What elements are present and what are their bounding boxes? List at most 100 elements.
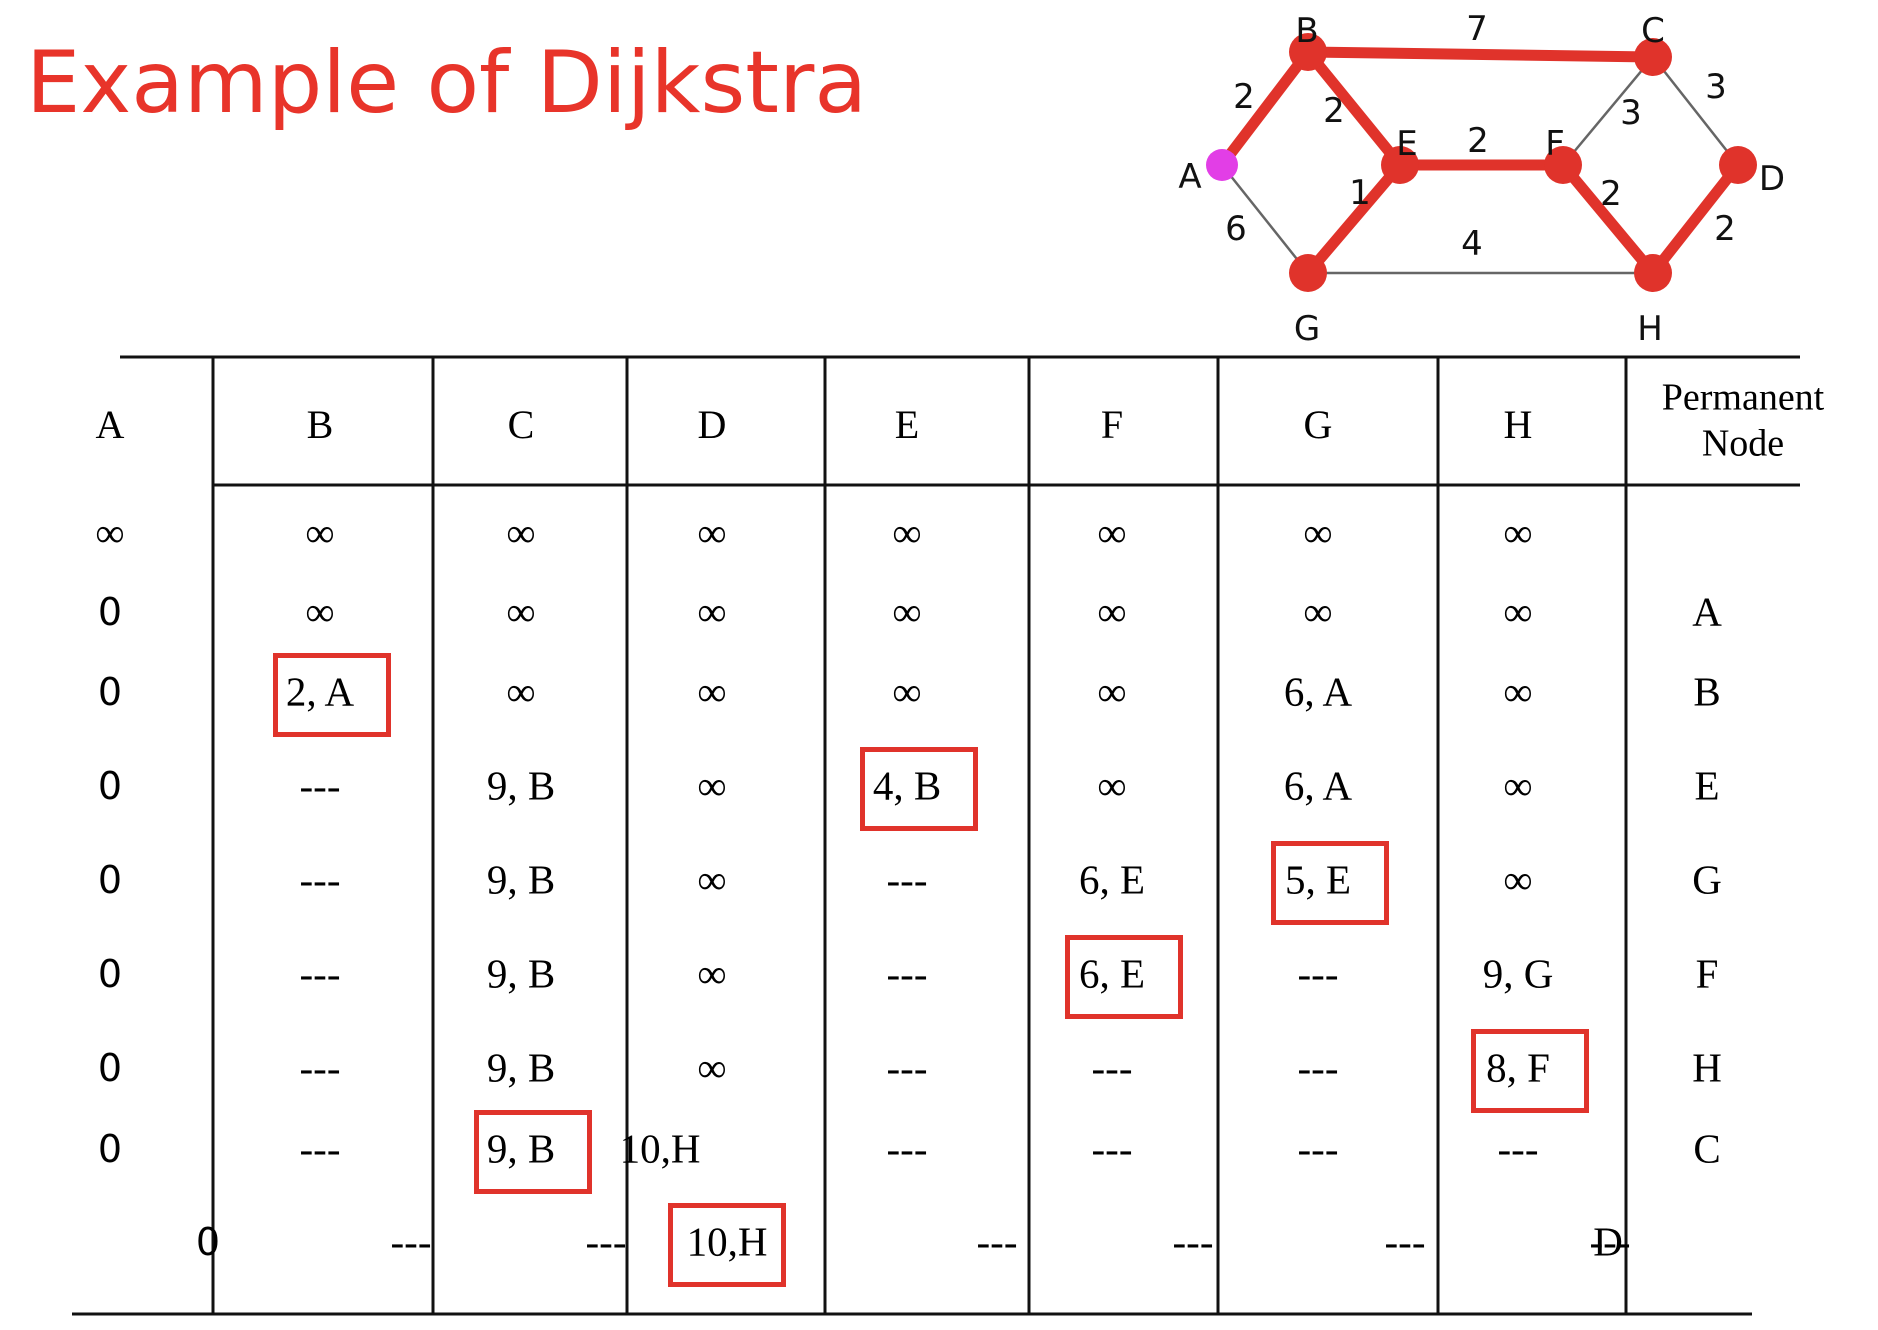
permanent-node-cell: G — [1692, 856, 1722, 903]
table-cell: 10,H — [686, 1218, 768, 1265]
table-cell: 9, G — [1482, 950, 1554, 997]
edge-weight-G-H: 4 — [1461, 224, 1483, 264]
column-header-A: A — [95, 402, 125, 447]
edge-B-C — [1302, 46, 1659, 63]
node-label-C: C — [1641, 11, 1665, 51]
table-cell: --- — [1589, 1218, 1631, 1265]
table-cell: ∞ — [1503, 668, 1533, 715]
edge-A-G — [1220, 163, 1310, 275]
edge-weight-B-C: 7 — [1466, 9, 1488, 49]
edge-weight-A-G: 6 — [1225, 209, 1247, 249]
edge-E-G — [1302, 159, 1406, 279]
table-cell: ∞ — [1503, 509, 1533, 556]
table-cell: --- — [1091, 1044, 1133, 1091]
table-cell: --- — [1384, 1218, 1426, 1265]
node-label-H: H — [1637, 309, 1663, 349]
table-cell: ∞ — [1097, 762, 1127, 809]
edge-A-B — [1216, 46, 1314, 171]
table-cell: ∞ — [892, 588, 922, 635]
edge-weight-B-E: 2 — [1323, 91, 1345, 131]
permanent-node-cell: B — [1693, 668, 1721, 715]
node-label-G: G — [1294, 309, 1320, 349]
edge-F-C — [1561, 55, 1655, 167]
highlight-box — [860, 747, 978, 831]
node-E — [1381, 146, 1419, 184]
table-cell: ∞ — [697, 1044, 727, 1091]
table-cell: 0 — [97, 764, 123, 808]
table-cell: --- — [886, 1125, 928, 1172]
table-cell: 9, B — [486, 950, 556, 997]
table-cell: ∞ — [697, 509, 727, 556]
table-cell: 0 — [97, 1127, 123, 1171]
table-cell: 6, E — [1078, 856, 1146, 903]
table-cell: 0 — [195, 1220, 221, 1264]
table-cell: 0 — [97, 858, 123, 902]
permanent-node-cell: H — [1692, 1044, 1722, 1091]
permanent-node-cell: C — [1693, 1125, 1721, 1172]
node-D — [1719, 146, 1757, 184]
table-cell: ∞ — [697, 856, 727, 903]
highlight-box — [273, 653, 391, 737]
table-cell: --- — [976, 1218, 1018, 1265]
table-cell: --- — [1297, 1044, 1339, 1091]
node-H — [1634, 254, 1672, 292]
table-cell: ∞ — [697, 668, 727, 715]
highlight-box — [1471, 1029, 1589, 1113]
highlight-box — [668, 1203, 786, 1287]
highlight-box — [474, 1110, 592, 1194]
column-header-G: G — [1303, 402, 1333, 447]
column-header-D: D — [697, 402, 727, 447]
table-cell: --- — [299, 950, 341, 997]
table-cell: --- — [886, 1044, 928, 1091]
node-C — [1634, 38, 1672, 76]
table-cell: ∞ — [305, 509, 335, 556]
edge-weight-E-G: 1 — [1349, 173, 1371, 213]
table-cell: --- — [1297, 1125, 1339, 1172]
table-cell: 0 — [97, 952, 123, 996]
highlight-box — [1065, 935, 1183, 1019]
table-cell: ∞ — [1303, 509, 1333, 556]
permanent-node-header-line: Permanent — [1661, 376, 1825, 419]
edge-weight-D-H: 2 — [1714, 209, 1736, 249]
column-header-F: F — [1100, 402, 1124, 447]
node-label-B: B — [1295, 11, 1318, 51]
table-cell: --- — [585, 1218, 627, 1265]
table-cell: 0 — [97, 590, 123, 634]
table-cell: ∞ — [1503, 588, 1533, 635]
node-label-E: E — [1396, 124, 1417, 164]
column-header-C: C — [507, 402, 535, 447]
table-cell: ∞ — [506, 668, 536, 715]
table-cell: --- — [299, 1125, 341, 1172]
table-cell: ∞ — [1503, 762, 1533, 809]
table-cell: --- — [1497, 1125, 1539, 1172]
permanent-node-cell: A — [1692, 588, 1722, 635]
table-cell: ∞ — [305, 588, 335, 635]
table-cell: ∞ — [697, 950, 727, 997]
slide-title: Example of Dijkstra — [26, 33, 868, 133]
table-cell: ∞ — [1097, 588, 1127, 635]
table-cell: --- — [1297, 950, 1339, 997]
table-cell: 10,H — [619, 1125, 701, 1172]
table-cell: 6, E — [1078, 950, 1146, 997]
table-cell: 0 — [97, 1046, 123, 1090]
table-cell: ∞ — [697, 588, 727, 635]
table-cell: --- — [886, 856, 928, 903]
table-cell: ∞ — [892, 509, 922, 556]
table-cell: ∞ — [1097, 668, 1127, 715]
table-cell: ∞ — [95, 509, 125, 556]
edge-weight-C-D: 3 — [1705, 67, 1727, 107]
permanent-node-cell: E — [1694, 762, 1720, 809]
column-header-H: H — [1503, 402, 1533, 447]
highlight-box — [1271, 841, 1389, 925]
table-cell: 9, B — [486, 1044, 556, 1091]
node-label-F: F — [1545, 124, 1565, 164]
node-label-A: A — [1178, 157, 1201, 197]
table-cell: 9, B — [486, 762, 556, 809]
permanent-node-cell: F — [1695, 950, 1719, 997]
table-cell: 9, B — [486, 1125, 556, 1172]
column-header-B: B — [306, 402, 334, 447]
table-cell: ∞ — [892, 668, 922, 715]
edge-weight-F-C: 3 — [1620, 93, 1642, 133]
